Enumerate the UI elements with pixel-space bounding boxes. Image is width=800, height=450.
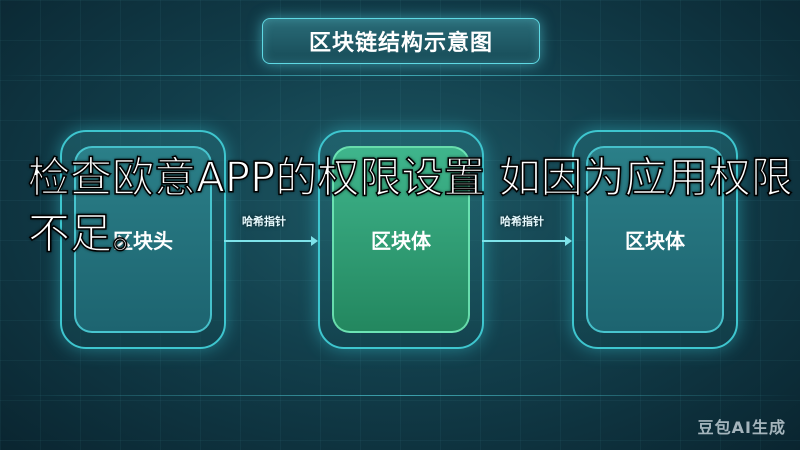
watermark: 豆包AI生成 <box>697 418 786 437</box>
hash-pointer-label-right: 哈希指针 <box>500 215 544 228</box>
block-middle: 区块体 <box>318 130 484 349</box>
glow-line <box>0 395 800 396</box>
overlay-caption: 检查欧意APP的权限设置 如因为应用权限不足。 <box>27 152 793 259</box>
hash-pointer-arrow-left <box>224 236 318 246</box>
glow-line <box>0 75 800 76</box>
block-right: 区块体 <box>572 130 738 349</box>
block-left: 区块头 <box>60 130 226 349</box>
diagram-title-text: 区块链结构示意图 <box>308 31 493 56</box>
block-right-inner: 区块体 <box>586 146 724 333</box>
hash-pointer-label-left: 哈希指针 <box>242 215 286 228</box>
block-middle-inner: 区块体 <box>332 146 470 333</box>
block-middle-label: 区块体 <box>371 229 431 253</box>
block-right-label: 区块体 <box>625 229 685 253</box>
block-left-label: 区块头 <box>113 229 173 253</box>
block-left-inner: 区块头 <box>74 146 212 333</box>
diagram-title: 区块链结构示意图 <box>262 18 540 64</box>
hash-pointer-arrow-right <box>482 236 572 246</box>
